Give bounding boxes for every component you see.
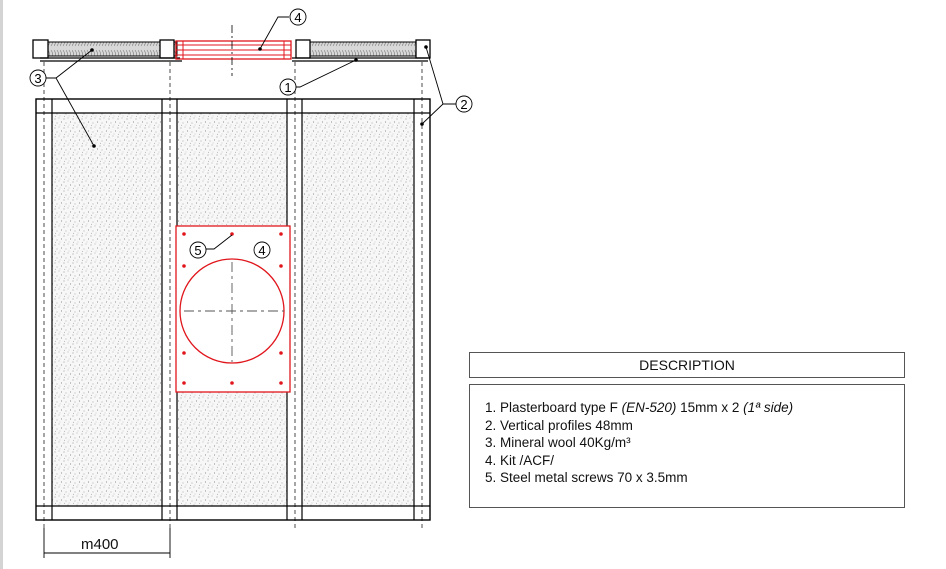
callout-4-top-label: 4 xyxy=(294,10,301,25)
wool-panel-right xyxy=(302,113,414,506)
section-profile-left xyxy=(32,39,49,59)
description-header: DESCRIPTION xyxy=(469,352,905,378)
elevation-view xyxy=(35,62,431,530)
callout-4-plate: 4 xyxy=(253,241,271,259)
description-item-4: 4. Kit /ACF/ xyxy=(485,452,555,468)
left-edge-bar xyxy=(0,0,3,569)
section-profile-right xyxy=(415,39,431,59)
callout-5-label: 5 xyxy=(194,243,201,258)
section-wool-left xyxy=(39,41,178,57)
section-view xyxy=(32,25,431,76)
section-profile-mid-left xyxy=(159,39,175,59)
description-item-2: 2. Vertical profiles 48mm xyxy=(485,417,633,433)
extension-lines xyxy=(43,62,423,530)
description-item-1: 1. Plasterboard type F (EN-520) 15mm x 2… xyxy=(485,400,794,415)
callout-4-plate-label: 4 xyxy=(258,243,265,258)
callout-3-label: 3 xyxy=(34,71,41,86)
description-item-5: 5. Steel metal screws 70 x 3.5mm xyxy=(485,470,688,485)
description-item-3: 3. Mineral wool 40Kg/m³ xyxy=(485,435,631,450)
callout-2: 2 xyxy=(455,95,473,113)
section-profile-mid-right xyxy=(295,39,311,59)
callout-1-label: 1 xyxy=(284,80,291,95)
callout-1: 1 xyxy=(279,78,297,96)
section-wool-right xyxy=(295,41,427,57)
callout-3: 3 xyxy=(29,69,47,87)
callout-4-top: 4 xyxy=(289,8,307,26)
section-kit xyxy=(175,40,292,60)
dimension-label: m400 xyxy=(81,536,119,553)
screw-dots xyxy=(182,232,283,385)
callout-5: 5 xyxy=(189,241,207,259)
kit-plate xyxy=(175,225,291,393)
dimension-prefix: m xyxy=(81,536,94,553)
wall-frame xyxy=(35,98,431,521)
dimension-line xyxy=(43,528,171,558)
description-list: 1. Plasterboard type F (EN-520) 15mm x 2… xyxy=(469,384,905,508)
wool-panel-left xyxy=(52,113,162,506)
leader-dots xyxy=(90,45,428,148)
dimension-value: 400 xyxy=(93,536,119,553)
callout-2-label: 2 xyxy=(460,97,467,112)
